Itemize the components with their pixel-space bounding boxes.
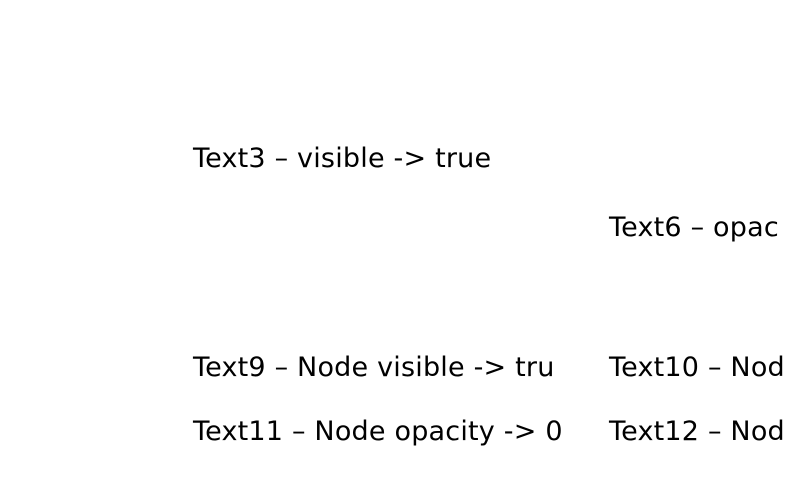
text-label-text6[interactable]: Text6 – opac: [609, 212, 779, 243]
text-label-text9[interactable]: Text9 – Node visible -> tru: [193, 352, 555, 383]
text-label-text3[interactable]: Text3 – visible -> true: [193, 143, 492, 174]
text-label-text12[interactable]: Text12 – Nod: [609, 416, 785, 447]
text-label-text10[interactable]: Text10 – Nod: [609, 352, 785, 383]
text-label-text11[interactable]: Text11 – Node opacity -> 0: [193, 416, 563, 447]
